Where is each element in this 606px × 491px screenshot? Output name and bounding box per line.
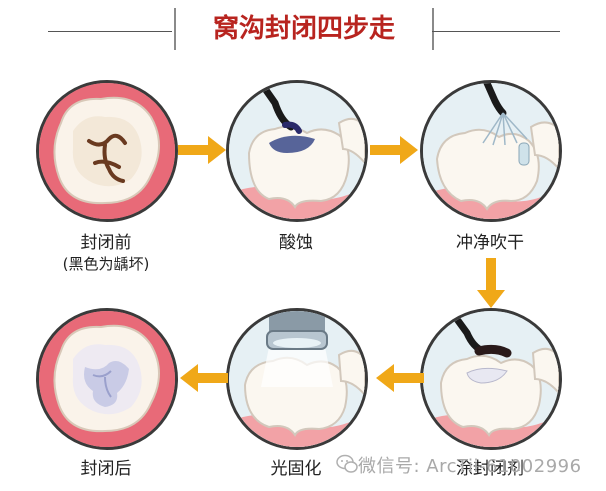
step-before-note: (黑色为龋坏)	[62, 255, 150, 273]
title-rule-right	[432, 31, 560, 32]
arrow-down-icon	[477, 258, 505, 308]
step-cure-image	[226, 308, 368, 450]
step-etch-image	[226, 80, 368, 222]
step-seal-image	[420, 308, 562, 450]
tooth-rinse-icon	[423, 83, 559, 219]
watermark-text: 微信号: ArcTii-61002996	[358, 456, 582, 477]
step-etch-label: 酸蚀	[279, 233, 313, 253]
title-area: 窝沟封闭四步走	[0, 0, 606, 52]
arrow-right-icon	[178, 136, 226, 164]
title-rule-left	[48, 31, 172, 32]
step-rinse-label: 冲净吹干	[456, 233, 524, 253]
step-before-title: 封闭前	[80, 233, 132, 253]
step-seal-label: 涂封闭剂	[456, 459, 524, 479]
step-after-image	[36, 308, 178, 450]
arrow-right-icon	[370, 136, 418, 164]
tooth-occlusal-sealed-icon	[39, 311, 175, 447]
arrow-left-icon	[376, 364, 424, 392]
title-frame: 窝沟封闭四步走	[174, 8, 434, 50]
step-rinse-image	[420, 80, 562, 222]
diagram-title: 窝沟封闭四步走	[212, 14, 395, 44]
tooth-sealant-icon	[423, 311, 559, 447]
tooth-etch-icon	[229, 83, 365, 219]
step-after-label: 封闭后	[80, 459, 132, 479]
wechat-icon	[336, 454, 358, 473]
step-cure-label: 光固化	[270, 459, 322, 479]
tooth-light-cure-icon	[229, 311, 365, 447]
arrow-left-icon	[180, 364, 228, 392]
tooth-occlusal-decay-icon	[39, 83, 175, 219]
step-before-label: 封闭前 (黑色为龋坏)	[26, 228, 186, 274]
step-before-image	[36, 80, 178, 222]
